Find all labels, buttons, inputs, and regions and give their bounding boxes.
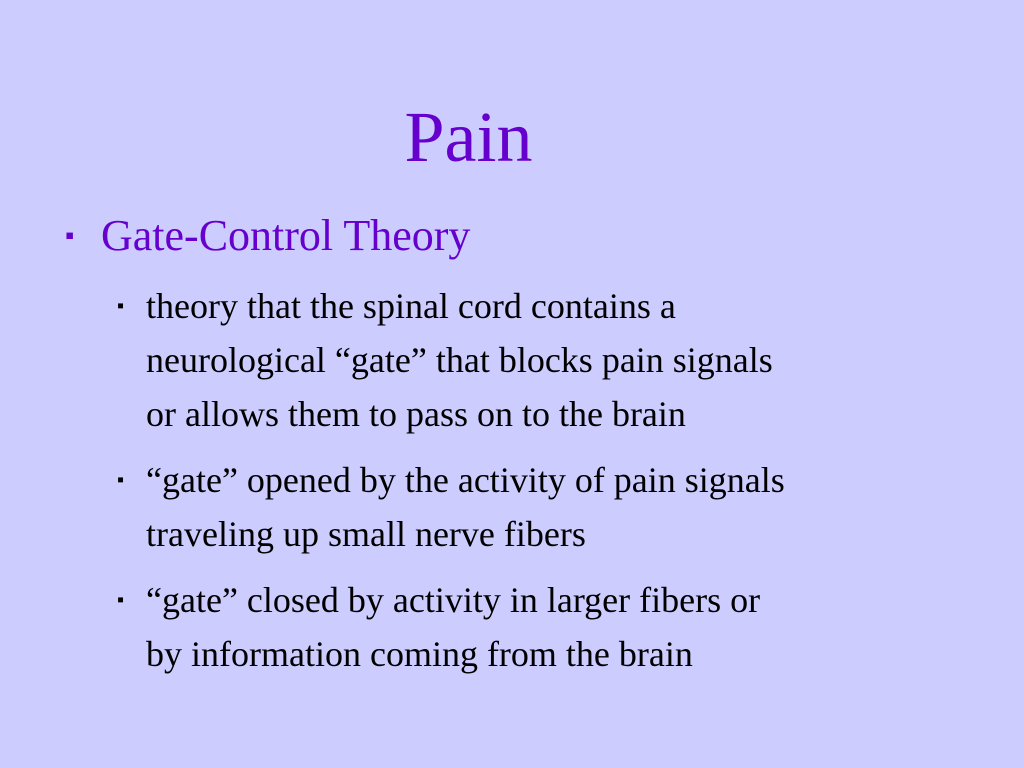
square-bullet-icon: ▪ [65,221,75,250]
sub-bullet-item: ▪ “gate” opened by the activity of pain … [117,453,977,561]
sub-bullet-text: “gate” closed by activity in larger fibe… [146,580,761,674]
sub-bullet-item: ▪ theory that the spinal cord contains a… [117,279,977,441]
square-bullet-icon: ▪ [117,589,125,611]
sub-bullet-text: theory that the spinal cord contains a n… [146,286,773,434]
main-bullet-text: Gate-Control Theory [101,211,471,260]
sub-bullet-text: “gate” opened by the activity of pain si… [146,460,785,554]
square-bullet-icon: ▪ [117,469,125,491]
main-bullet-item: ▪ Gate-Control Theory [65,208,965,264]
sub-bullet-item: ▪ “gate” closed by activity in larger fi… [117,573,977,681]
square-bullet-icon: ▪ [117,295,125,317]
slide-title: Pain [404,97,533,177]
